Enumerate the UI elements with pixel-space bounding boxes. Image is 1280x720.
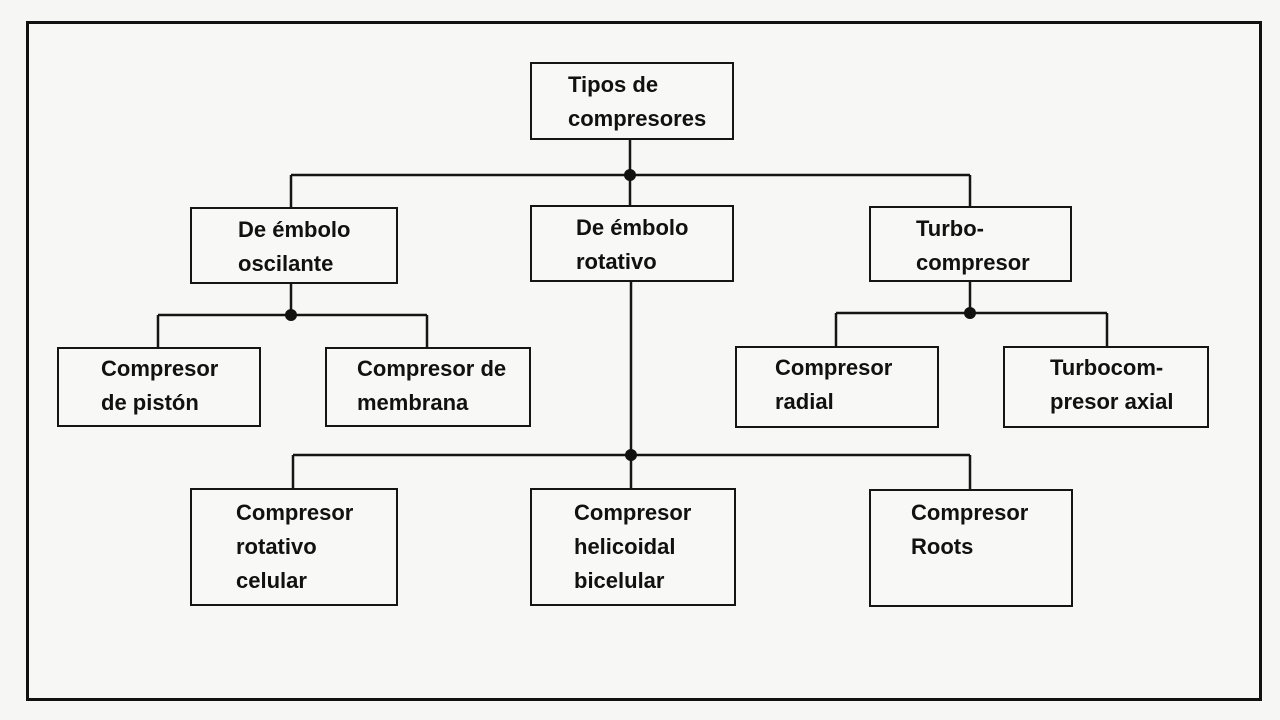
node-label-line: rotativo	[236, 534, 317, 559]
node-de-embolo-rotativo: De émbolo rotativo	[530, 205, 734, 282]
node-tipos-de-compresores: Tipos de compresores	[530, 62, 734, 140]
node-label-line: Compresor de	[357, 356, 507, 381]
node-label-line: Compresor	[911, 500, 1029, 525]
node-compresor-de-membrana: Compresor de membrana	[325, 347, 531, 427]
node-compresor-de-piston: Compresor de pistón	[57, 347, 261, 427]
node-label-line: De émbolo	[576, 215, 689, 240]
node-label-line: Tipos de	[568, 72, 659, 97]
node-label-line: oscilante	[238, 251, 334, 276]
node-label-line: Compresor	[101, 356, 219, 381]
node-label-line: Compresor	[574, 500, 692, 525]
node-label-line: Turbocom-	[1050, 355, 1164, 380]
node-compresor-rotativo-celular: Compresor rotativo celular	[190, 488, 398, 606]
node-label-line: presor axial	[1050, 389, 1174, 414]
node-label-line: rotativo	[576, 249, 657, 274]
node-label-line: membrana	[357, 390, 469, 415]
node-label-line: De émbolo	[238, 217, 351, 242]
node-label-line: compresor	[916, 250, 1030, 275]
junction-dot-rotativo	[625, 449, 637, 461]
junction-dot-root	[624, 169, 636, 181]
node-label-line: celular	[236, 568, 307, 593]
node-turbocompresor: Turbo- compresor	[869, 206, 1072, 282]
node-compresor-roots: Compresor Roots	[869, 489, 1073, 607]
node-label-line: helicoidal	[574, 534, 676, 559]
node-label-line: de pistón	[101, 390, 199, 415]
node-label-line: Compresor	[775, 355, 893, 380]
node-compresor-helicoidal-bicelular: Compresor helicoidal bicelular	[530, 488, 736, 606]
node-label-line: radial	[775, 389, 834, 414]
node-label-line: compresores	[568, 106, 707, 131]
node-turbocompresor-axial: Turbocom- presor axial	[1003, 346, 1209, 428]
node-compresor-radial: Compresor radial	[735, 346, 939, 428]
node-label-line: bicelular	[574, 568, 665, 593]
node-label-line: Roots	[911, 534, 974, 559]
node-label-line: Turbo-	[916, 216, 985, 241]
node-de-embolo-oscilante: De émbolo oscilante	[190, 207, 398, 284]
node-label-line: Compresor	[236, 500, 354, 525]
junction-dot-oscilante	[285, 309, 297, 321]
junction-dot-turbo	[964, 307, 976, 319]
